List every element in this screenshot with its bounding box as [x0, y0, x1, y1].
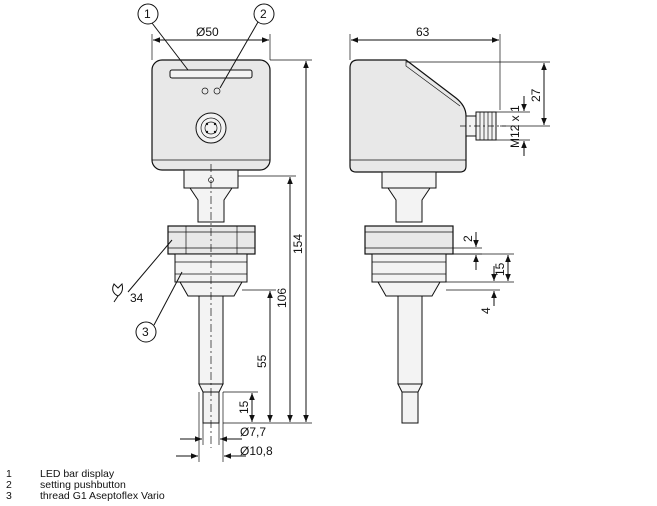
- dim-height-2: 2: [453, 232, 482, 270]
- front-hex-nut: [167, 225, 256, 255]
- legend-text: LED bar display: [40, 468, 115, 480]
- legend-text: thread G1 Aseptoflex Vario: [40, 490, 165, 502]
- side-view: [349, 59, 506, 424]
- dim-thread-m12: M12 x 1: [496, 96, 530, 156]
- dim-label-height-154: 154: [291, 234, 305, 254]
- dim-label-diameter-50: Ø50: [196, 25, 219, 39]
- callout-label-2: 2: [260, 7, 267, 21]
- dim-diameter-7-7: Ø7,7: [180, 423, 266, 445]
- dim-height-154: 154: [223, 59, 312, 424]
- callout-2: 2: [219, 3, 275, 89]
- dim-diameter-50: Ø50: [151, 25, 271, 60]
- dim-label-height-106: 106: [275, 288, 289, 308]
- legend-item: 1 LED bar display: [6, 469, 165, 480]
- front-view: [151, 59, 271, 448]
- wrench-34-annotation: 34: [112, 239, 173, 305]
- dim-label-diameter-7-7: Ø7,7: [240, 425, 266, 439]
- dim-height-4: 4: [446, 266, 500, 314]
- legend-item: 3 thread G1 Aseptoflex Vario: [6, 491, 165, 502]
- dim-label-height-15-side: 15: [493, 262, 507, 276]
- dim-label-diameter-10-8: Ø10,8: [240, 444, 273, 458]
- dim-label-height-4: 4: [479, 307, 493, 314]
- dim-height-27: 27: [406, 61, 550, 127]
- side-neck-collar: [381, 171, 437, 189]
- dim-width-63: 63: [349, 25, 501, 110]
- dim-label-height-15-tip: 15: [237, 400, 251, 414]
- dim-label-height-55: 55: [255, 354, 269, 368]
- dim-label-width-63: 63: [416, 25, 430, 39]
- dim-height-106: 106: [238, 175, 296, 422]
- legend-number: 3: [6, 490, 12, 502]
- legend-number: 1: [6, 468, 12, 480]
- side-probe-tip: [401, 391, 419, 424]
- dim-diameter-10-8: Ø10,8: [176, 392, 273, 462]
- side-hex-nut: [364, 225, 454, 255]
- dim-label-height-2: 2: [461, 235, 475, 242]
- dim-label-thread-m12: M12 x 1: [508, 105, 522, 148]
- setting-pushbutton-right: [213, 87, 221, 95]
- dim-height-15-tip: 15: [223, 391, 258, 422]
- side-probe: [397, 295, 423, 385]
- callout-3: 3: [135, 271, 183, 343]
- led-bar-display: [169, 69, 253, 79]
- dim-height-15-side: 15: [446, 253, 514, 283]
- side-housing: [349, 59, 467, 173]
- legend: 1 LED bar display 2 setting pushbutton 3…: [6, 469, 165, 502]
- technical-drawing: Ø50 1 2 3 34 154 106 55: [112, 3, 550, 462]
- callout-1: 1: [137, 3, 189, 71]
- callout-label-1: 1: [144, 7, 151, 21]
- callout-label-3: 3: [142, 325, 149, 339]
- wrench-icon: [112, 283, 123, 303]
- m12-connector: [195, 112, 227, 144]
- legend-item: 2 setting pushbutton: [6, 480, 165, 491]
- dim-height-55: 55: [242, 289, 276, 422]
- dim-label-height-27: 27: [529, 88, 543, 102]
- setting-pushbutton-left: [201, 87, 209, 95]
- side-thread: [371, 253, 447, 283]
- dim-label-wrench-34: 34: [130, 291, 144, 305]
- legend-number: 2: [6, 479, 12, 491]
- legend-text: setting pushbutton: [40, 479, 126, 491]
